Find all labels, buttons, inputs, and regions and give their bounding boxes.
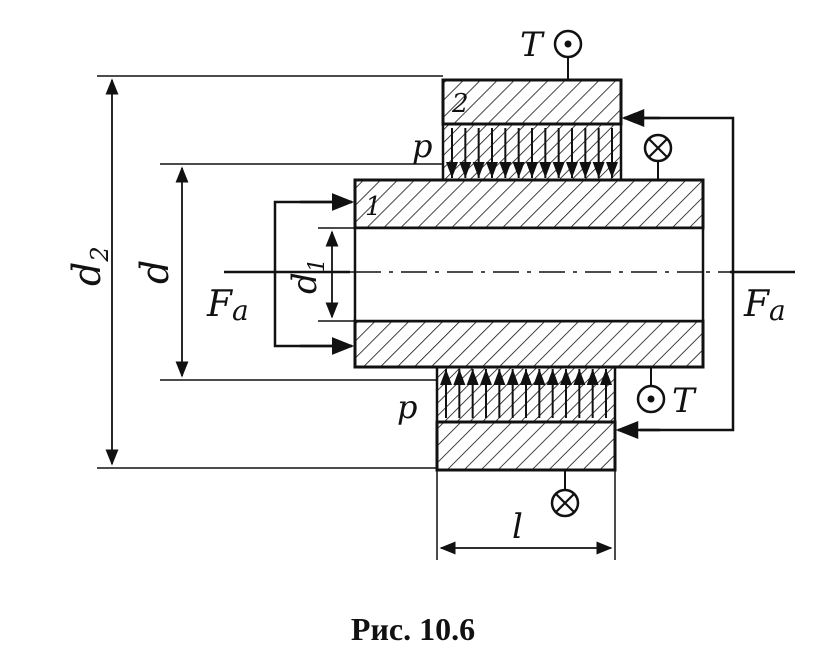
pressure-arrow-head [466, 369, 479, 385]
label-pressure-bottom: p [397, 388, 417, 426]
pressure-arrow-head [472, 162, 485, 178]
pressure-arrow-head [552, 162, 565, 178]
pressure-arrow-head [520, 369, 532, 385]
label-d: d [133, 260, 177, 284]
dimension-length [436, 470, 616, 560]
pressure-arrow-head [592, 162, 605, 178]
pressure-arrow-head [573, 369, 586, 385]
pressure-arrow-head [560, 369, 572, 385]
dimension-d1 [318, 227, 355, 322]
pressure-arrows-top [446, 128, 618, 178]
dimension-d [160, 163, 443, 381]
inner-sleeve [353, 178, 705, 369]
figure-caption: Рис. 10.6 [351, 611, 475, 647]
torque-symbol-top [553, 29, 583, 80]
pressure-arrow-head [546, 369, 559, 385]
pressure-arrow-head [533, 369, 546, 385]
axial-force-right [615, 109, 735, 439]
pressure-arrow-head [493, 369, 506, 385]
label-pressure-top: p [412, 127, 432, 165]
pressure-arrow-head [606, 162, 618, 178]
label-part-1: 1 [365, 192, 382, 222]
label-fa-right: Fa [743, 284, 786, 327]
pressure-arrow-head [453, 369, 466, 385]
pressure-arrow-head [600, 369, 612, 385]
pressure-arrow-head [499, 162, 512, 178]
pressure-arrow-head [539, 162, 552, 178]
label-torque-top: T [520, 25, 545, 65]
pressure-arrows-bottom [440, 369, 612, 418]
axial-force-left [273, 193, 355, 355]
label-fa-left: Fa [206, 284, 249, 327]
pressure-arrow-head [526, 162, 538, 178]
torque-symbol-bottom [636, 367, 666, 414]
pressure-arrow-head [480, 369, 492, 385]
label-length: l [512, 507, 523, 547]
pressure-arrow-head [440, 369, 452, 385]
pressure-arrow-head [579, 162, 592, 178]
cross-symbol-bottom [550, 470, 580, 518]
pressure-arrow-head [586, 369, 599, 385]
pressure-arrow-head [506, 369, 519, 385]
pressure-arrow-head [512, 162, 525, 178]
pressure-arrow-head [486, 162, 498, 178]
cross-symbol-right [643, 133, 673, 180]
label-part-2: 2 [451, 89, 469, 119]
label-d1: d1 [285, 258, 330, 294]
pressure-arrow-head [446, 162, 458, 178]
pressure-arrow-head [459, 162, 472, 178]
dimension-d2 [97, 75, 443, 469]
label-d2: d2 [65, 246, 114, 286]
pressure-arrow-head [566, 162, 578, 178]
label-torque-bottom: T [672, 381, 697, 421]
